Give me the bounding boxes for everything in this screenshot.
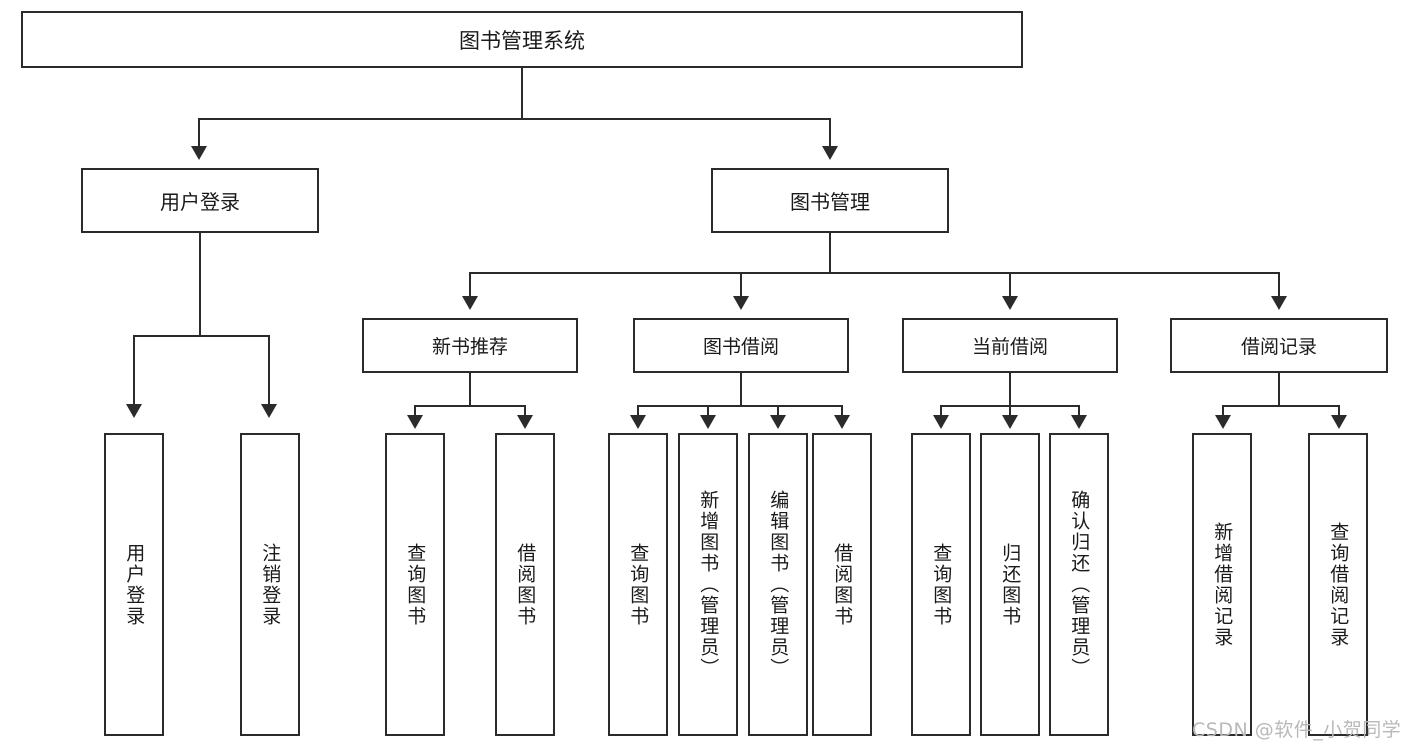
edge-new-books-drop-2 [524,405,526,417]
edge-level1-bus [198,118,831,120]
edge-user-login-stem [199,233,201,336]
node-new-book-recommend[interactable]: 新书推荐 [362,318,578,373]
node-label: 查询图书 [627,542,650,627]
leaf-query-borrow-record[interactable]: 查询借阅记录 [1308,433,1368,736]
edge-records-drop-2 [1338,405,1340,417]
arrow-leaf-borrow-books-a [517,415,533,429]
edge-borrow-drop-4 [841,405,843,417]
edge-level2-drop-records [1278,272,1280,298]
leaf-add-borrow-record[interactable]: 新增借阅记录 [1192,433,1252,736]
edge-book-manage-stem [829,233,831,274]
node-root-library-system[interactable]: 图书管理系统 [21,11,1023,68]
node-label: 借阅记录 [1240,336,1317,358]
arrow-to-user-login [191,146,207,160]
node-user-login[interactable]: 用户登录 [81,168,319,233]
edge-to-book-manage [829,118,831,148]
node-label: 图书借阅 [702,336,779,358]
edge-user-login-drop-1 [133,335,135,406]
leaf-query-books-new[interactable]: 查询图书 [385,433,445,736]
arrow-to-new-books [462,296,478,310]
edge-records-stem [1278,373,1280,406]
node-current-borrow[interactable]: 当前借阅 [902,318,1118,373]
node-label: 新增借阅记录 [1211,521,1234,648]
arrow-leaf-add-record [1215,415,1231,429]
node-book-borrow[interactable]: 图书借阅 [633,318,849,373]
node-label: 确认归还（管理员） [1068,490,1091,679]
arrow-leaf-borrow-books-b [834,415,850,429]
node-label: 当前借阅 [971,336,1048,358]
edge-user-login-drop-2 [268,335,270,406]
edge-level2-bus [469,272,1280,274]
arrow-leaf-query-books-a [407,415,423,429]
node-label: 借阅图书 [514,542,537,627]
node-label: 图书管理系统 [459,28,585,53]
leaf-borrow-books-borrow[interactable]: 借阅图书 [812,433,872,736]
node-label: 图书管理 [790,190,870,214]
edge-new-books-bus [414,405,526,407]
arrow-to-borrow-records [1271,296,1287,310]
node-label: 用户登录 [160,190,240,214]
arrow-leaf-add-book [700,415,716,429]
leaf-user-login[interactable]: 用户登录 [104,433,164,736]
leaf-logout[interactable]: 注销登录 [240,433,300,736]
node-label: 新书推荐 [431,336,508,358]
node-label: 编辑图书（管理员） [767,490,790,679]
edge-borrow-bus [637,405,843,407]
edge-user-login-bus [133,335,269,337]
arrow-leaf-user-login [126,404,142,418]
edge-borrow-stem [740,373,742,406]
edge-level2-drop-new-books [469,272,471,298]
edge-borrow-drop-3 [777,405,779,417]
edge-records-bus [1222,405,1340,407]
edge-borrow-drop-2 [707,405,709,417]
node-label: 用户登录 [123,542,146,627]
edge-current-drop-1 [940,405,942,417]
leaf-edit-book-admin[interactable]: 编辑图书（管理员） [748,433,808,736]
edge-current-stem [1009,373,1011,406]
node-book-management[interactable]: 图书管理 [711,168,949,233]
edge-level2-drop-current [1009,272,1011,298]
edge-current-drop-2 [1009,405,1011,417]
edge-to-user-login [198,118,200,148]
arrow-to-current-borrow [1002,296,1018,310]
edge-borrow-drop-1 [637,405,639,417]
node-label: 借阅图书 [831,542,854,627]
leaf-query-books-borrow[interactable]: 查询图书 [608,433,668,736]
arrow-to-borrow [733,296,749,310]
node-label: 查询借阅记录 [1327,521,1350,648]
arrow-leaf-query-record [1331,415,1347,429]
node-label: 新增图书（管理员） [697,490,720,679]
leaf-borrow-books-new[interactable]: 借阅图书 [495,433,555,736]
arrow-leaf-query-books-c [933,415,949,429]
leaf-return-book[interactable]: 归还图书 [980,433,1040,736]
csdn-watermark: CSDN @软件_小贺同学 [1192,719,1402,741]
leaf-add-book-admin[interactable]: 新增图书（管理员） [678,433,738,736]
arrow-leaf-confirm-return [1071,415,1087,429]
edge-current-drop-3 [1078,405,1080,417]
node-label: 查询图书 [404,542,427,627]
node-label: 查询图书 [930,542,953,627]
edge-level2-drop-borrow [740,272,742,298]
arrow-leaf-return-book [1002,415,1018,429]
arrow-leaf-edit-book [770,415,786,429]
edge-root-stem [521,68,523,119]
arrow-to-book-manage [822,146,838,160]
leaf-confirm-return-admin[interactable]: 确认归还（管理员） [1049,433,1109,736]
node-label: 归还图书 [999,542,1022,627]
arrow-leaf-query-books-b [630,415,646,429]
edge-new-books-stem [469,373,471,406]
edge-records-drop-1 [1222,405,1224,417]
arrow-leaf-logout [261,404,277,418]
leaf-query-books-current[interactable]: 查询图书 [911,433,971,736]
edge-new-books-drop-1 [414,405,416,417]
node-borrow-records[interactable]: 借阅记录 [1170,318,1388,373]
node-label: 注销登录 [259,542,282,627]
